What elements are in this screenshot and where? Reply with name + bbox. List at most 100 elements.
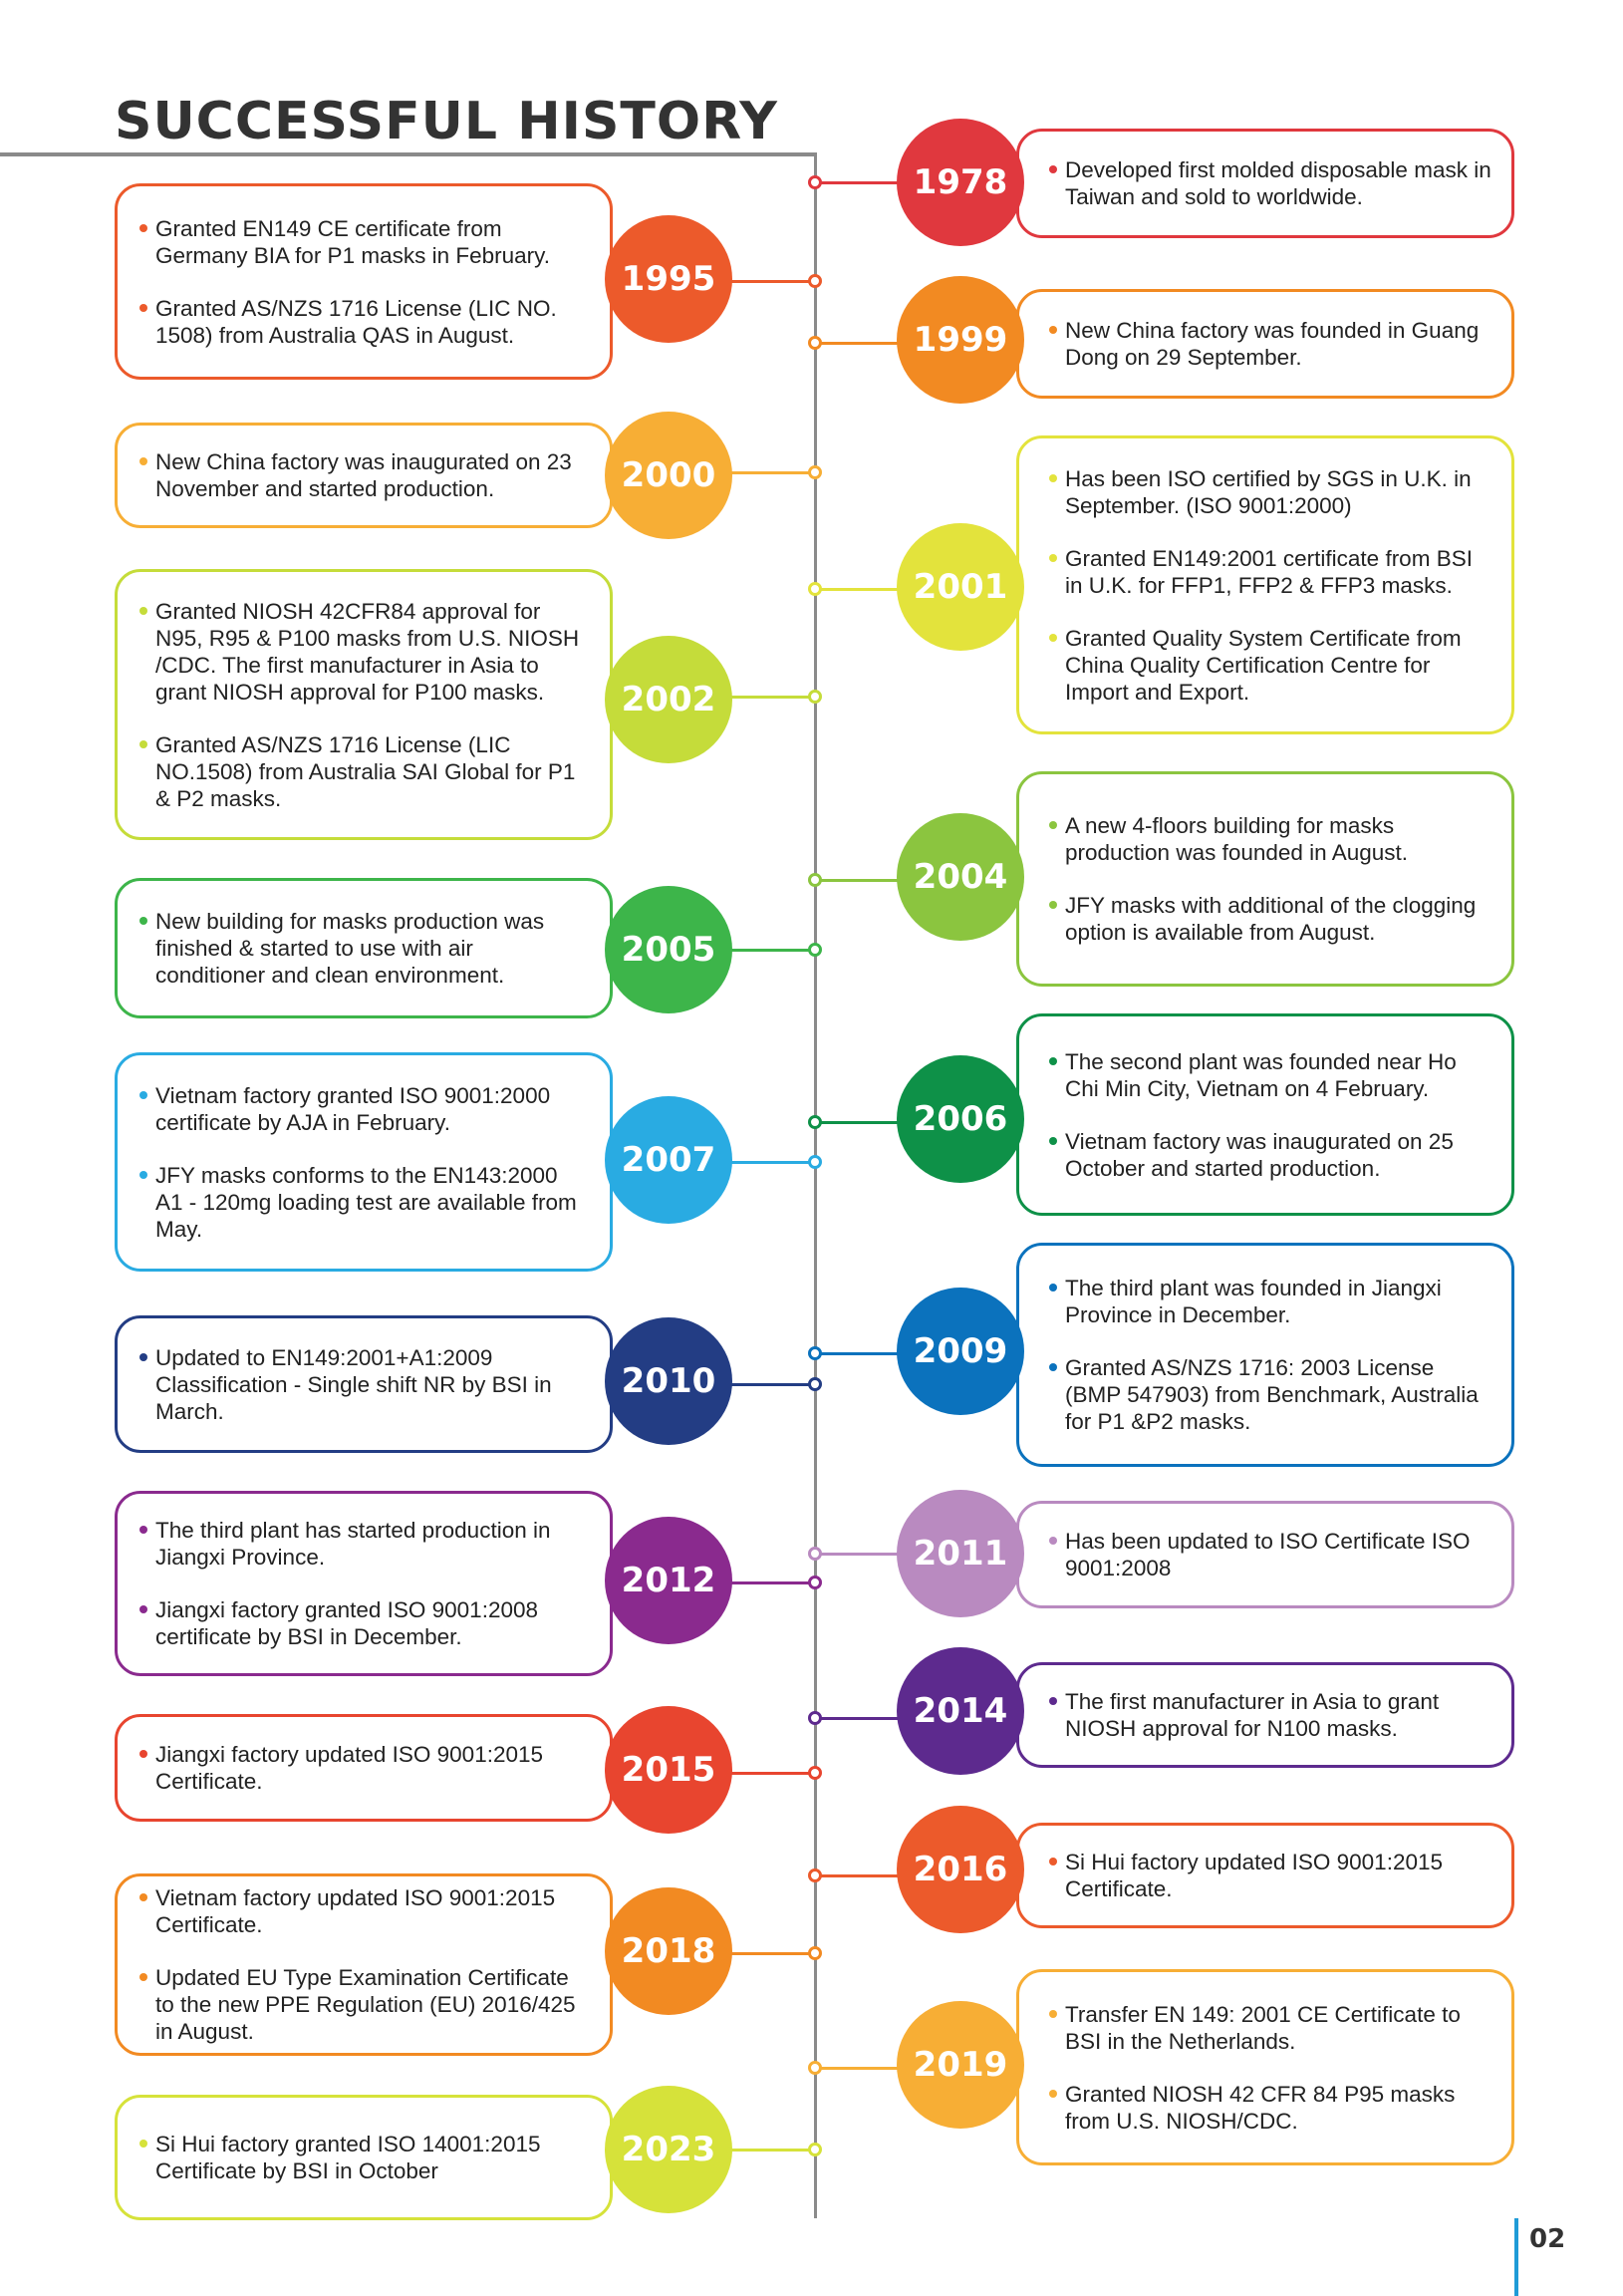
spine-node-icon xyxy=(808,943,822,957)
bullet-dot-icon xyxy=(1049,165,1057,173)
event-text: The third plant has started production i… xyxy=(155,1518,551,1570)
year-label: 2001 xyxy=(913,567,1008,607)
spine-node-icon xyxy=(808,1547,822,1561)
year-label: 2014 xyxy=(913,1691,1008,1731)
connector-line xyxy=(815,1717,921,1720)
spine-node-icon xyxy=(808,1115,822,1129)
connector-line xyxy=(708,280,815,283)
connector-line xyxy=(815,588,921,591)
year-label: 1995 xyxy=(621,259,716,299)
year-circle: 2002 xyxy=(605,636,732,763)
event-bullet: Transfer EN 149: 2001 CE Certificate to … xyxy=(1049,2001,1491,2055)
event-text: Developed first molded disposable mask i… xyxy=(1065,157,1491,209)
connector-line xyxy=(708,1581,815,1584)
event-text: New China factory was inaugurated on 23 … xyxy=(155,449,572,501)
connector-line xyxy=(708,1772,815,1775)
year-circle: 1995 xyxy=(605,215,732,343)
event-text: New China factory was founded in Guang D… xyxy=(1065,318,1480,370)
spine-node-icon xyxy=(808,1377,822,1391)
year-circle: 2000 xyxy=(605,412,732,539)
bullet-dot-icon xyxy=(1049,901,1057,909)
spine-node-icon xyxy=(808,274,822,288)
year-label: 2015 xyxy=(621,1750,716,1790)
connector-line xyxy=(815,1352,921,1355)
bullet-dot-icon xyxy=(139,2140,147,2148)
year-circle: 2014 xyxy=(897,1647,1024,1775)
event-bullet: Jiangxi factory granted ISO 9001:2008 ce… xyxy=(139,1596,580,1650)
bullet-dot-icon xyxy=(1049,326,1057,334)
event-text: Granted NIOSH 42CFR84 approval for N95, … xyxy=(155,598,580,705)
event-bullet: Granted EN149 CE certificate from German… xyxy=(139,215,580,269)
event-text: Jiangxi factory granted ISO 9001:2008 ce… xyxy=(155,1597,538,1649)
event-text: Granted NIOSH 42 CFR 84 P95 masks from U… xyxy=(1065,2081,1456,2134)
year-label: 2007 xyxy=(621,1140,716,1180)
connector-line xyxy=(815,1553,921,1556)
bullet-dot-icon xyxy=(139,457,147,465)
event-box: A new 4-floors building for masks produc… xyxy=(1016,771,1514,987)
event-box: New building for masks production was fi… xyxy=(115,878,613,1018)
spine-node-icon xyxy=(808,1868,822,1882)
event-bullet: Granted NIOSH 42 CFR 84 P95 masks from U… xyxy=(1049,2081,1491,2135)
event-box: Granted EN149 CE certificate from German… xyxy=(115,183,613,380)
event-box: Si Hui factory granted ISO 14001:2015 Ce… xyxy=(115,2095,613,2220)
year-label: 2004 xyxy=(913,857,1008,897)
bullet-dot-icon xyxy=(139,1526,147,1534)
event-text: Si Hui factory granted ISO 14001:2015 Ce… xyxy=(155,2132,541,2183)
connector-line xyxy=(708,471,815,474)
event-text: Vietnam factory updated ISO 9001:2015 Ce… xyxy=(155,1885,556,1937)
year-circle: 2006 xyxy=(897,1055,1024,1183)
connector-line xyxy=(708,2149,815,2152)
event-text: Vietnam factory granted ISO 9001:2000 ce… xyxy=(155,1082,551,1135)
year-label: 2002 xyxy=(621,680,716,719)
bullet-dot-icon xyxy=(1049,1537,1057,1545)
bullet-dot-icon xyxy=(1049,1858,1057,1866)
event-text: Updated EU Type Examination Certificate … xyxy=(155,1965,576,2044)
bullet-dot-icon xyxy=(1049,473,1057,482)
event-text: Si Hui factory updated ISO 9001:2015 Cer… xyxy=(1065,1850,1443,1901)
spine-node-icon xyxy=(808,1346,822,1360)
event-box: New China factory was inaugurated on 23 … xyxy=(115,423,613,528)
year-circle: 2018 xyxy=(605,1887,732,2015)
spine-node-icon xyxy=(808,690,822,704)
bullet-dot-icon xyxy=(139,1170,147,1179)
event-bullet: Has been ISO certified by SGS in U.K. in… xyxy=(1049,465,1491,519)
year-label: 2023 xyxy=(621,2130,716,2169)
event-text: JFY masks conforms to the EN143:2000 A1 … xyxy=(155,1162,577,1242)
event-bullet: Updated EU Type Examination Certificate … xyxy=(139,1964,580,2045)
bullet-dot-icon xyxy=(139,1750,147,1758)
event-text: New building for masks production was fi… xyxy=(155,909,545,988)
event-bullet: Granted AS/NZS 1716 License (LIC NO.1508… xyxy=(139,731,580,812)
event-text: Transfer EN 149: 2001 CE Certificate to … xyxy=(1065,2001,1461,2054)
event-text: Granted Quality System Certificate from … xyxy=(1065,625,1462,705)
event-bullet: New building for masks production was fi… xyxy=(139,908,580,989)
bullet-dot-icon xyxy=(139,917,147,925)
event-text: Vietnam factory was inaugurated on 25 Oc… xyxy=(1065,1128,1454,1181)
bullet-dot-icon xyxy=(1049,1136,1057,1145)
year-circle: 2023 xyxy=(605,2086,732,2213)
event-bullet: New China factory was founded in Guang D… xyxy=(1049,317,1491,371)
spine-node-icon xyxy=(808,582,822,596)
bullet-dot-icon xyxy=(139,1352,147,1361)
year-label: 2006 xyxy=(913,1099,1008,1139)
event-bullet: Granted NIOSH 42CFR84 approval for N95, … xyxy=(139,598,580,706)
year-circle: 1978 xyxy=(897,119,1024,246)
year-label: 2010 xyxy=(621,1361,716,1401)
year-label: 2019 xyxy=(913,2045,1008,2085)
year-circle: 2001 xyxy=(897,523,1024,651)
event-text: Granted EN149:2001 certificate from BSI … xyxy=(1065,545,1473,598)
year-label: 2012 xyxy=(621,1561,716,1600)
year-circle: 2012 xyxy=(605,1517,732,1644)
bullet-dot-icon xyxy=(1049,1697,1057,1705)
event-box: Updated to EN149:2001+A1:2009 Classifica… xyxy=(115,1315,613,1453)
event-box: The second plant was founded near Ho Chi… xyxy=(1016,1013,1514,1216)
event-text: Granted AS/NZS 1716 License (LIC NO.1508… xyxy=(155,731,576,811)
event-bullet: The third plant was founded in Jiangxi P… xyxy=(1049,1275,1491,1328)
event-box: New China factory was founded in Guang D… xyxy=(1016,289,1514,399)
connector-line xyxy=(815,1874,921,1877)
event-text: Jiangxi factory updated ISO 9001:2015 Ce… xyxy=(155,1742,544,1794)
spine-node-icon xyxy=(808,873,822,887)
bullet-dot-icon xyxy=(139,1090,147,1099)
spine-node-icon xyxy=(808,336,822,350)
spine-node-icon xyxy=(808,2061,822,2075)
year-label: 1978 xyxy=(913,162,1008,202)
